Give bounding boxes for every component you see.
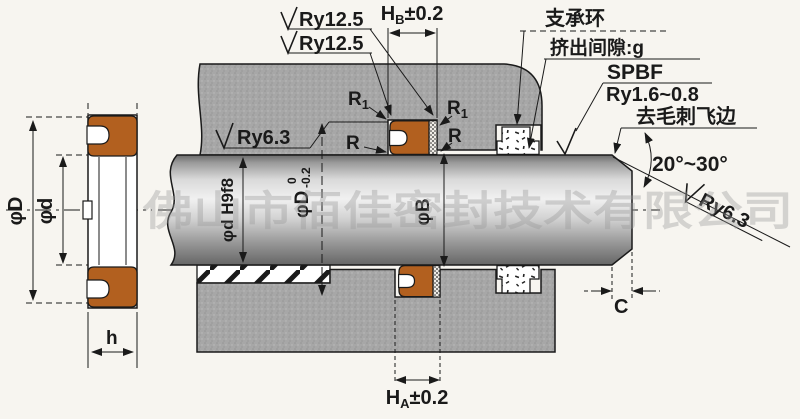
bore-diameter-dimension: φB bbox=[413, 153, 448, 267]
bottom-seal-assembly bbox=[398, 264, 540, 298]
label-extrusion-gap: 挤出间隙:g bbox=[550, 36, 644, 59]
spbf-callout: SPBF Ry1.6~0.8 bbox=[556, 61, 712, 156]
label-r1-left: R1 bbox=[348, 89, 369, 112]
backup-ring-bottom bbox=[432, 265, 441, 298]
label-hb: HB±0.2 bbox=[381, 3, 444, 27]
seal-lip-notch-bottom bbox=[86, 279, 110, 299]
label-support-ring: 支承环 bbox=[545, 6, 605, 30]
shaft bbox=[166, 154, 633, 266]
label-ha: HA±0.2 bbox=[386, 387, 449, 411]
radius-labels: R1 R R1 R bbox=[346, 89, 468, 154]
extrusion-gap-callout: 挤出间隙:g bbox=[526, 36, 700, 149]
ry63-left-callout: Ry6.3 bbox=[215, 121, 388, 151]
rod-diameter-dimension: φd H9f8 bbox=[218, 157, 247, 263]
watermark-text: 佛山市佰佳密封技术有限公司 bbox=[142, 188, 793, 234]
seal-lip-notch-top bbox=[86, 125, 110, 145]
label-groove-diameter: φD bbox=[292, 191, 313, 218]
label-c: C bbox=[614, 296, 628, 318]
seal-edge-tab bbox=[82, 200, 93, 220]
label-bore-diameter: φB bbox=[413, 198, 434, 225]
label-r1-right: R1 bbox=[447, 98, 468, 121]
backup-ring-top bbox=[428, 120, 438, 155]
hb-dimension: HB±0.2 bbox=[381, 3, 444, 118]
label-r-right: R bbox=[448, 126, 462, 147]
label-seal-width: h bbox=[106, 328, 118, 349]
ry125-callouts: Ry12.5 Ry12.5 bbox=[280, 6, 434, 116]
label-seal-od: φD bbox=[5, 197, 27, 226]
label-groove-tol-upper: 0 bbox=[285, 177, 299, 184]
support-ring-callout: 支承环 bbox=[513, 6, 668, 125]
ha-dimension: HA±0.2 bbox=[386, 272, 449, 411]
label-rod-diameter: φd H9f8 bbox=[218, 178, 237, 242]
label-spbf: SPBF bbox=[607, 61, 663, 84]
label-ry125-1: Ry12.5 bbox=[299, 9, 364, 31]
label-r-left: R bbox=[346, 133, 360, 154]
deburr-callout: 去毛刺飞边 bbox=[613, 104, 757, 154]
support-ring-bottom bbox=[496, 264, 540, 294]
label-ry125-2: Ry12.5 bbox=[299, 33, 364, 55]
label-deburr: 去毛刺飞边 bbox=[636, 104, 737, 128]
c-dimension: C bbox=[584, 252, 660, 318]
label-chamfer-angle: 20°~30° bbox=[652, 153, 728, 176]
label-ry63-left: Ry6.3 bbox=[237, 127, 290, 149]
seal-lip-bottom bbox=[398, 273, 416, 289]
top-housing bbox=[197, 63, 543, 156]
label-groove-tol-lower: -0.2 bbox=[299, 167, 313, 188]
rod-seal-bottom bbox=[398, 264, 434, 298]
left-seal-view: φD φd h bbox=[5, 103, 138, 368]
seal-lip-top bbox=[389, 129, 408, 147]
label-ry16: Ry1.6~0.8 bbox=[606, 84, 699, 106]
groove-diameter-dimension: φD 0 -0.2 bbox=[285, 123, 326, 296]
label-seal-id: φd bbox=[35, 198, 57, 225]
gland-hatched bbox=[196, 264, 331, 284]
